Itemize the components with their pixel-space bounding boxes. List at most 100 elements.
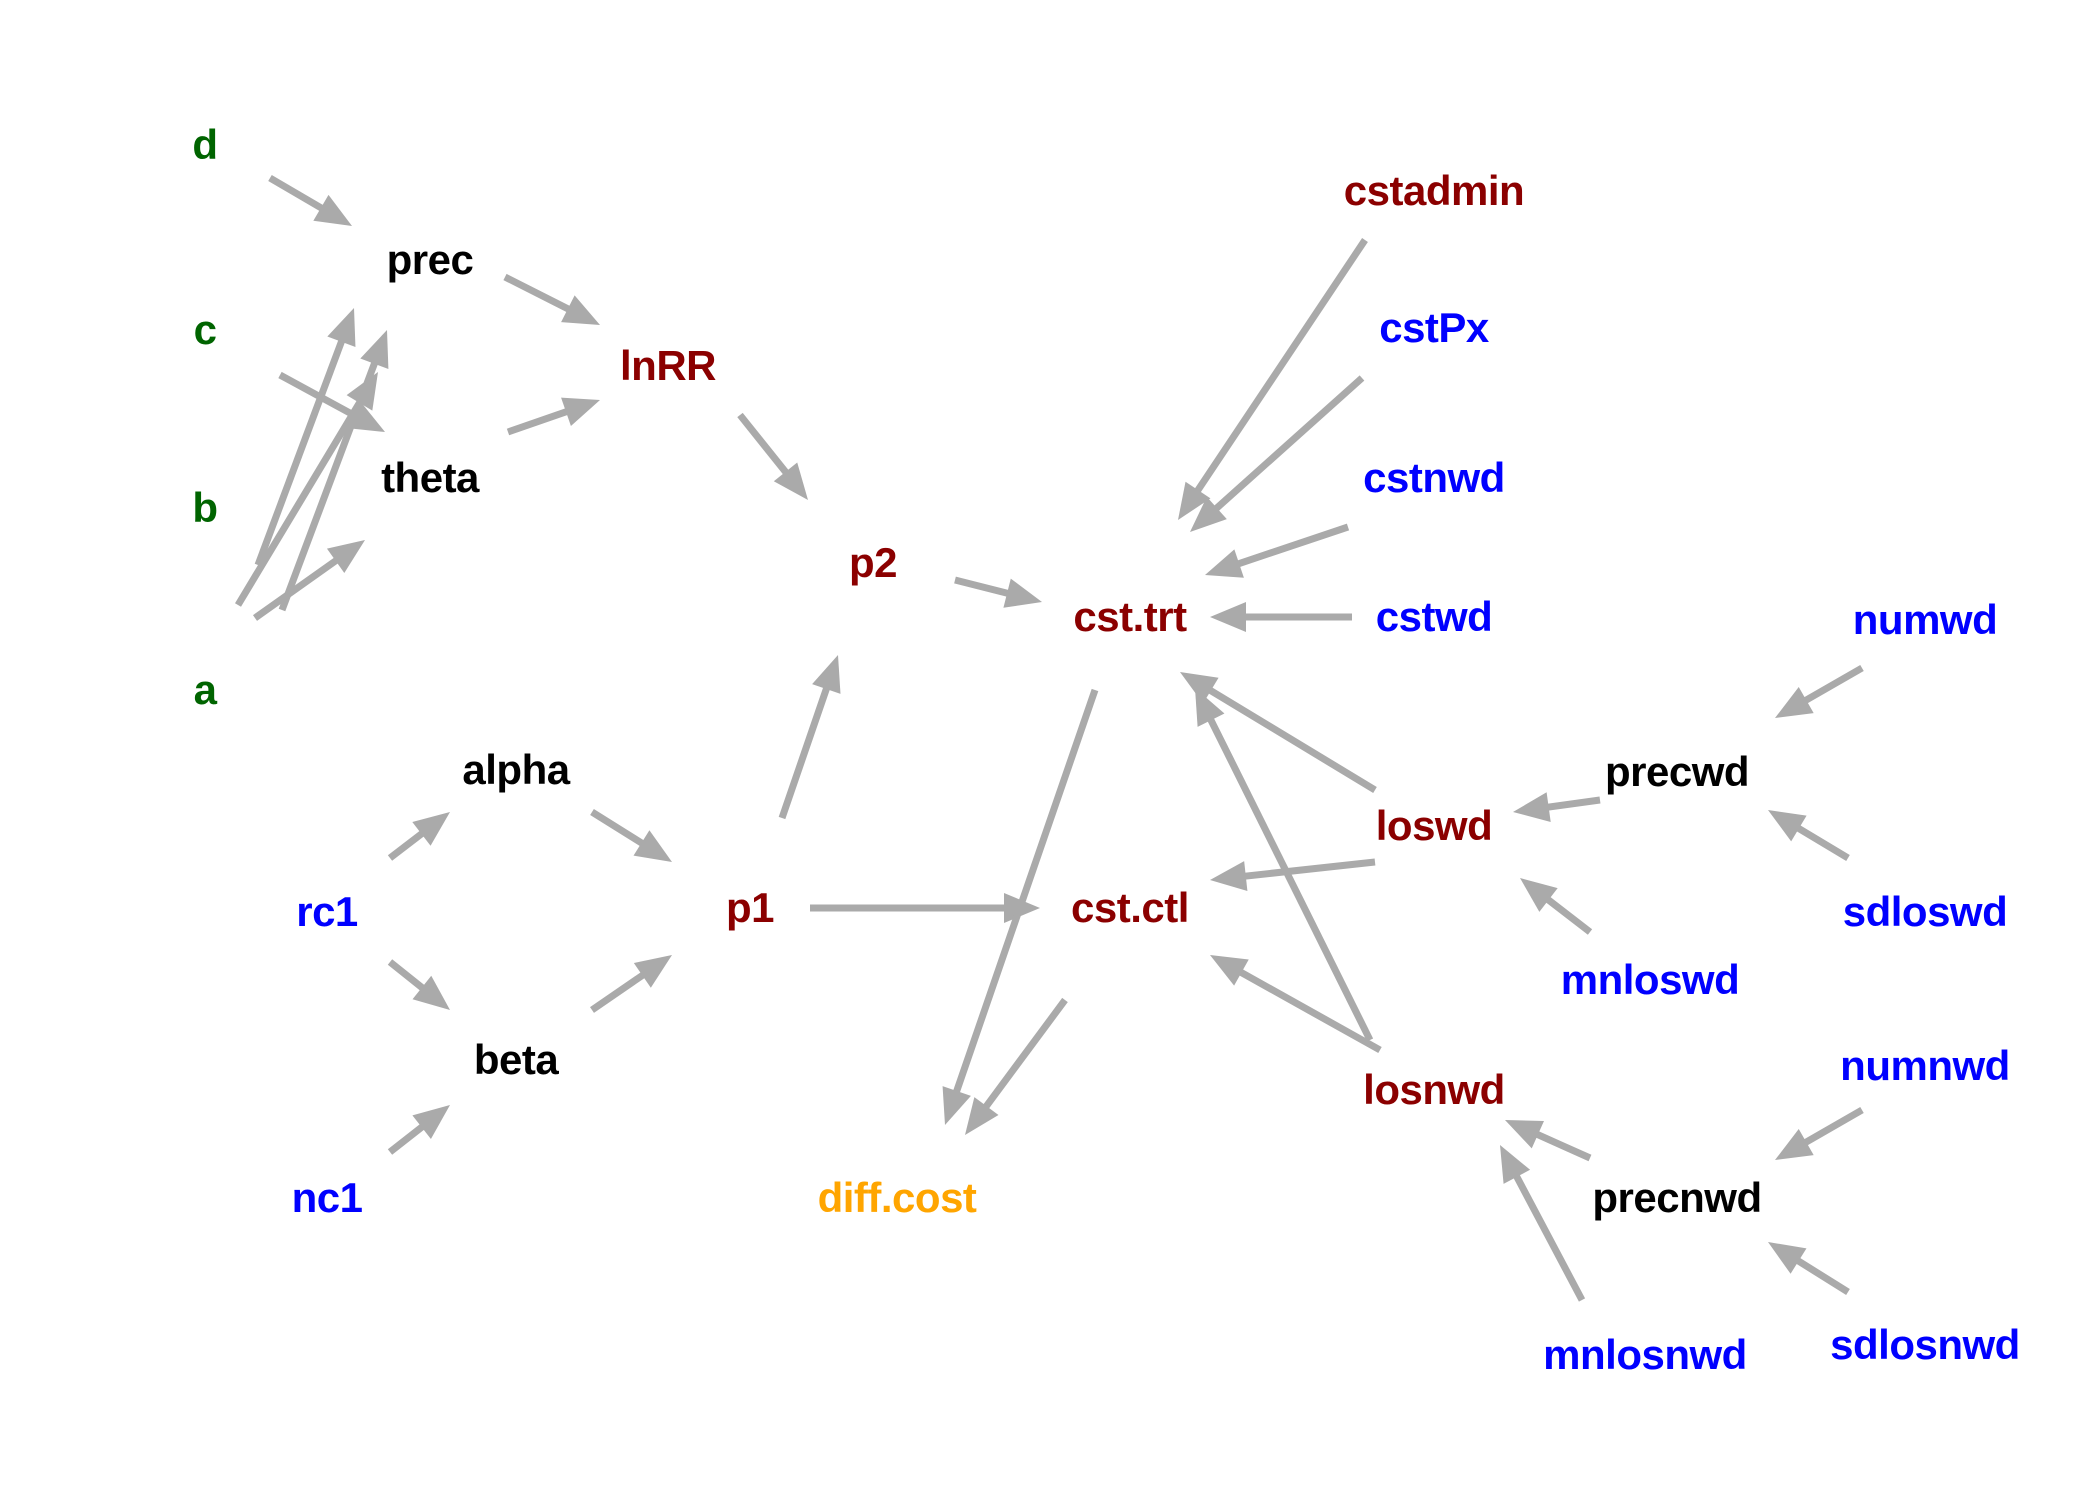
edge-sdloswd-to-precwd [1768, 810, 1850, 862]
arrowhead-icon [1513, 792, 1551, 822]
arrowhead-icon [1180, 672, 1219, 704]
arrowhead-icon [965, 1097, 999, 1135]
edge-b2-to-theta2 [234, 372, 378, 607]
node-p2[interactable]: p2 [848, 539, 898, 586]
edge-prec-to-lnRR [503, 273, 600, 325]
arrowhead-icon [1210, 861, 1248, 892]
arrowhead-icon [346, 372, 378, 411]
node-diff.cost[interactable]: diff.cost [817, 1174, 977, 1221]
node-rc1[interactable]: rc1 [296, 888, 358, 935]
node-mnloswd[interactable]: mnloswd [1560, 956, 1740, 1003]
arrowhead-icon [360, 330, 389, 369]
node-beta[interactable]: beta [473, 1036, 559, 1083]
arrowhead-icon [1775, 1129, 1814, 1160]
node-b[interactable]: b [192, 484, 218, 531]
arrowhead-icon [327, 308, 356, 347]
arrowhead-icon [1520, 878, 1558, 912]
node-mnlosnwd[interactable]: mnlosnwd [1543, 1331, 1747, 1378]
edge-cst.trt-to-diff.cost [942, 688, 1099, 1125]
edge-rc1-to-alpha [387, 812, 450, 861]
edge-b-to-theta [278, 330, 389, 612]
edge-p1-to-p2 [778, 655, 841, 820]
arrowhead-icon [412, 1105, 450, 1140]
arrowhead-icon [1775, 687, 1814, 718]
arrowhead-icon [633, 830, 672, 862]
edge-cst.ctl-to-diff.cost [965, 997, 1068, 1135]
edge-theta-to-lnRR [506, 397, 600, 436]
edge-c-to-theta [278, 371, 385, 432]
edge-lnRR-to-p2 [737, 412, 808, 500]
edge-precnwd-to-losnwd [1505, 1120, 1592, 1162]
arrowhead-icon [412, 812, 450, 846]
node-d[interactable]: d [192, 121, 218, 168]
arrowhead-icon [1195, 688, 1225, 727]
arrowhead-icon [1500, 1145, 1531, 1184]
edge-rc1-to-beta [387, 959, 450, 1010]
arrowhead-icon [326, 540, 365, 574]
edge-losnwd-to-cst.trt [1195, 688, 1374, 1042]
node-cstadmin[interactable]: cstadmin [1343, 167, 1525, 214]
node-lnRR[interactable]: lnRR [620, 342, 717, 389]
edge-loswd-to-cst.trt [1180, 672, 1377, 793]
arrowhead-icon [1190, 496, 1227, 532]
node-cstwd[interactable]: cstwd [1375, 593, 1493, 640]
edge-loswd-to-cst.ctl [1210, 858, 1376, 892]
node-cstPx[interactable]: cstPx [1379, 304, 1489, 351]
node-precwd[interactable]: precwd [1604, 748, 1750, 795]
edge-sdlosnwd-to-precnwd [1768, 1242, 1850, 1295]
node-a[interactable]: a [193, 666, 217, 713]
node-sdloswd[interactable]: sdloswd [1842, 888, 2008, 935]
edge-d-to-prec [268, 174, 352, 226]
edge-numwd-to-precwd [1775, 664, 1864, 718]
arrowhead-icon [1178, 481, 1211, 520]
edge-c-to-prec [254, 308, 356, 567]
arrowhead-icon [313, 194, 352, 226]
arrowhead-icon [812, 655, 841, 694]
node-sdlosnwd[interactable]: sdlosnwd [1830, 1321, 2020, 1368]
node-cst.trt[interactable]: cst.trt [1073, 593, 1187, 640]
edge-cstadmin-to-cst.trt [1178, 238, 1368, 520]
edge-alpha-to-p1 [590, 809, 672, 862]
edge-cstPx-to-cst.trt [1190, 375, 1365, 532]
node-loswd[interactable]: loswd [1375, 802, 1493, 849]
edge-p2-to-cst.trt [954, 576, 1042, 608]
arrowhead-icon [561, 295, 600, 325]
arrowhead-icon [773, 462, 808, 500]
arrowhead-icon [1768, 810, 1807, 842]
node-prec[interactable]: prec [386, 236, 474, 283]
node-p1[interactable]: p1 [725, 884, 775, 931]
arrowhead-icon [1768, 1242, 1807, 1274]
edge-mnloswd-to-loswd [1520, 878, 1593, 935]
node-precnwd[interactable]: precnwd [1592, 1174, 1762, 1221]
node-theta[interactable]: theta [381, 454, 479, 501]
edge-cstwd-to-cst.trt [1210, 602, 1352, 632]
arrowhead-icon [1003, 578, 1042, 608]
node-numnwd[interactable]: numnwd [1840, 1042, 2010, 1089]
arrowhead-icon [1205, 549, 1244, 578]
edge-beta-to-p1 [590, 955, 672, 1013]
arrowhead-icon [561, 397, 600, 426]
edge-mnlosnwd-to-losnwd [1500, 1145, 1586, 1302]
arrowhead-icon [942, 1086, 971, 1125]
node-cst.ctl[interactable]: cst.ctl [1071, 884, 1189, 931]
arrowhead-icon [1210, 955, 1249, 986]
arrowhead-icon [346, 401, 385, 432]
node-losnwd[interactable]: losnwd [1363, 1066, 1505, 1113]
arrowhead-icon [412, 975, 450, 1010]
node-numwd[interactable]: numwd [1852, 596, 1998, 643]
edge-losnwd-to-cst.ctl [1210, 955, 1382, 1054]
arrowhead-icon [1505, 1120, 1544, 1149]
edge-nc1-to-beta [387, 1105, 450, 1155]
node-nc1[interactable]: nc1 [291, 1174, 363, 1221]
arrowhead-icon [633, 955, 672, 988]
arrowhead-icon [1210, 602, 1246, 632]
node-alpha[interactable]: alpha [462, 746, 570, 793]
node-cstnwd[interactable]: cstnwd [1363, 454, 1505, 501]
edge-cstnwd-to-cst.trt [1205, 523, 1350, 578]
edge-numnwd-to-precnwd [1775, 1106, 1864, 1160]
node-c[interactable]: c [193, 306, 217, 353]
edge-precwd-to-loswd [1513, 792, 1601, 822]
edge-p1-to-cst.ctl [810, 893, 1040, 923]
